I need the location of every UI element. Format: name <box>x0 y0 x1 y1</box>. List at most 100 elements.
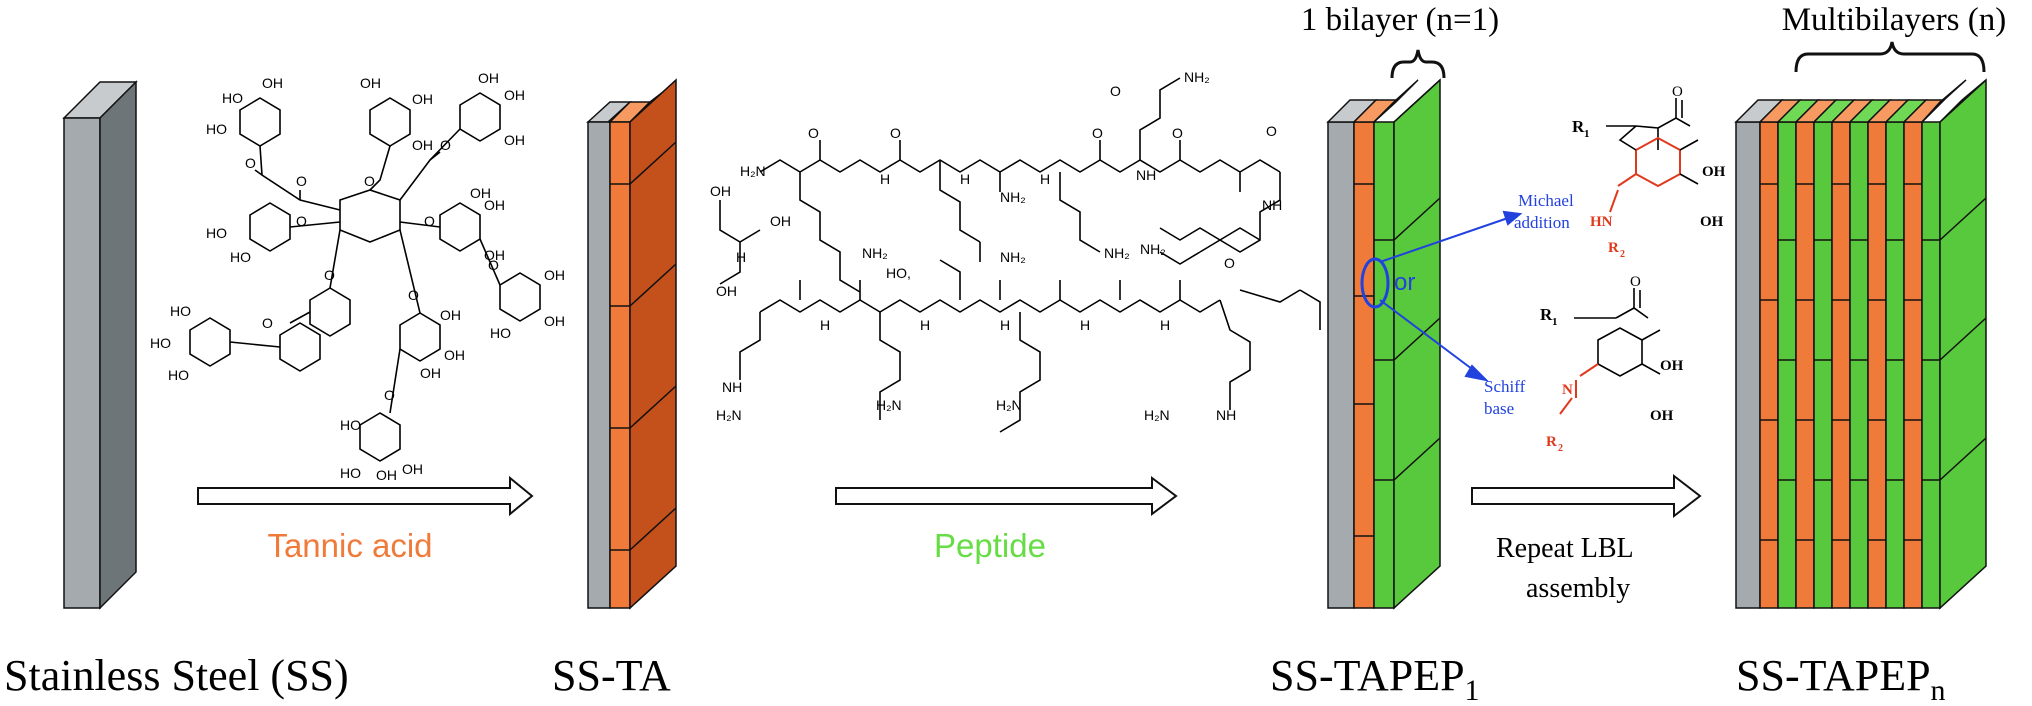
svg-text:O: O <box>440 137 451 153</box>
peptide-structure: H₂N O O O O O NH₂ NH₂ NH₂ NH₂ NH₂ NH₂ O … <box>710 69 1321 433</box>
svg-text:H₂N: H₂N <box>716 407 742 423</box>
svg-text:OH: OH <box>484 197 505 213</box>
svg-text:OH: OH <box>1660 358 1684 374</box>
ss-ta-grid <box>610 141 677 551</box>
svg-text:OH: OH <box>420 365 441 381</box>
svg-text:OH: OH <box>484 247 505 263</box>
label-ss: Stainless Steel (SS) <box>4 651 349 700</box>
tannic-acid-structure: HO OH HO OH OH OH OH OH OH HO HO OH OH O… <box>150 70 565 483</box>
repeat-line1: Repeat LBL <box>1496 533 1634 564</box>
svg-text:base: base <box>1484 399 1514 418</box>
svg-text:H: H <box>1160 317 1170 333</box>
svg-text:HO: HO <box>222 90 243 106</box>
svg-text:NH: NH <box>722 379 742 395</box>
svg-text:OH: OH <box>770 213 791 229</box>
svg-text:NH: NH <box>1216 407 1236 423</box>
multibilayer-bracket <box>1794 41 1986 73</box>
or-label: or <box>1394 269 1415 296</box>
svg-text:2: 2 <box>1620 249 1625 260</box>
svg-text:1: 1 <box>1584 128 1590 140</box>
svg-text:OH: OH <box>1650 408 1674 424</box>
svg-text:O: O <box>324 267 335 283</box>
label-ss-tapep1: SS-TAPEP1 <box>1270 651 1480 706</box>
svg-text:OH: OH <box>412 91 433 107</box>
svg-text:OH: OH <box>1700 214 1724 230</box>
svg-text:H₂N: H₂N <box>1144 407 1170 423</box>
svg-text:1: 1 <box>1552 316 1558 328</box>
svg-text:O: O <box>1672 84 1683 100</box>
svg-text:OH: OH <box>478 70 499 86</box>
ss-plate <box>62 80 138 610</box>
svg-text:H: H <box>1000 317 1010 333</box>
svg-text:HO: HO <box>170 303 191 319</box>
svg-text:H₂N: H₂N <box>996 397 1022 413</box>
reaction-arrows <box>1379 210 1523 382</box>
arrow-repeat <box>1471 473 1702 519</box>
svg-text:NH₂: NH₂ <box>1104 245 1130 261</box>
svg-text:H₂N: H₂N <box>740 163 766 179</box>
ss-ta-plate <box>586 78 677 610</box>
svg-text:O: O <box>1092 125 1103 141</box>
svg-text:HO: HO <box>230 249 251 265</box>
svg-text:O: O <box>1266 123 1277 139</box>
svg-text:O: O <box>1224 255 1235 271</box>
svg-text:O: O <box>408 287 419 303</box>
svg-text:O: O <box>488 257 499 273</box>
svg-text:2: 2 <box>1558 443 1563 454</box>
svg-text:O: O <box>296 213 307 229</box>
svg-text:H₂N: H₂N <box>876 397 902 413</box>
svg-text:OH: OH <box>360 75 381 91</box>
svg-text:OH: OH <box>710 183 731 199</box>
svg-text:Michael: Michael <box>1518 191 1574 210</box>
svg-text:OH: OH <box>544 313 565 329</box>
svg-text:HO: HO <box>168 367 189 383</box>
arrow-peptide <box>835 476 1178 516</box>
svg-text:H: H <box>960 171 970 187</box>
svg-text:OH: OH <box>376 467 397 483</box>
svg-text:O: O <box>890 125 901 141</box>
svg-text:NH₂: NH₂ <box>1000 189 1026 205</box>
svg-text:OH: OH <box>262 75 283 91</box>
svg-text:O: O <box>384 387 395 403</box>
svg-text:R: R <box>1546 434 1557 450</box>
schiff-product: Schiff base R 1 O OH OH N R 2 <box>1484 274 1684 454</box>
svg-text:H: H <box>920 317 930 333</box>
svg-text:addition: addition <box>1514 213 1570 232</box>
svg-text:OH: OH <box>402 461 423 477</box>
svg-text:H: H <box>1080 317 1090 333</box>
bilayer-bracket <box>1390 49 1446 79</box>
svg-text:OH: OH <box>470 185 491 201</box>
svg-text:HO: HO <box>206 121 227 137</box>
svg-text:R: R <box>1608 240 1619 256</box>
repeat-line2: assembly <box>1526 573 1630 604</box>
label-ss-ta: SS-TA <box>552 651 671 700</box>
svg-text:O: O <box>296 173 307 189</box>
svg-text:OH: OH <box>716 283 737 299</box>
svg-text:H: H <box>880 171 890 187</box>
svg-text:N: N <box>1562 382 1573 398</box>
svg-text:OH: OH <box>1702 164 1726 180</box>
svg-text:O: O <box>245 155 256 171</box>
svg-text:H: H <box>1040 171 1050 187</box>
svg-text:O: O <box>1172 125 1183 141</box>
svg-text:H: H <box>820 317 830 333</box>
svg-text:R: R <box>1572 117 1585 136</box>
svg-text:O: O <box>424 213 435 229</box>
svg-text:H: H <box>736 249 746 265</box>
svg-text:HN: HN <box>1590 214 1613 230</box>
svg-text:OH: OH <box>504 87 525 103</box>
svg-text:HO: HO <box>340 417 361 433</box>
bilayer-label: 1 bilayer (n=1) <box>1301 2 1499 38</box>
ss-tapep1-grid <box>1354 183 1441 537</box>
svg-text:NH: NH <box>1136 167 1156 183</box>
svg-text:NH₂: NH₂ <box>1000 249 1026 265</box>
svg-text:NH: NH <box>1262 197 1282 213</box>
peptide-label: Peptide <box>934 527 1046 564</box>
label-ss-tapepn: SS-TAPEPn <box>1736 651 1946 706</box>
svg-text:NH₂: NH₂ <box>862 245 888 261</box>
interface-ellipse <box>1360 257 1390 309</box>
ss-tapepn-grid <box>1760 183 1987 541</box>
svg-text:HO: HO <box>490 325 511 341</box>
tannic-acid-label: Tannic acid <box>267 527 432 564</box>
